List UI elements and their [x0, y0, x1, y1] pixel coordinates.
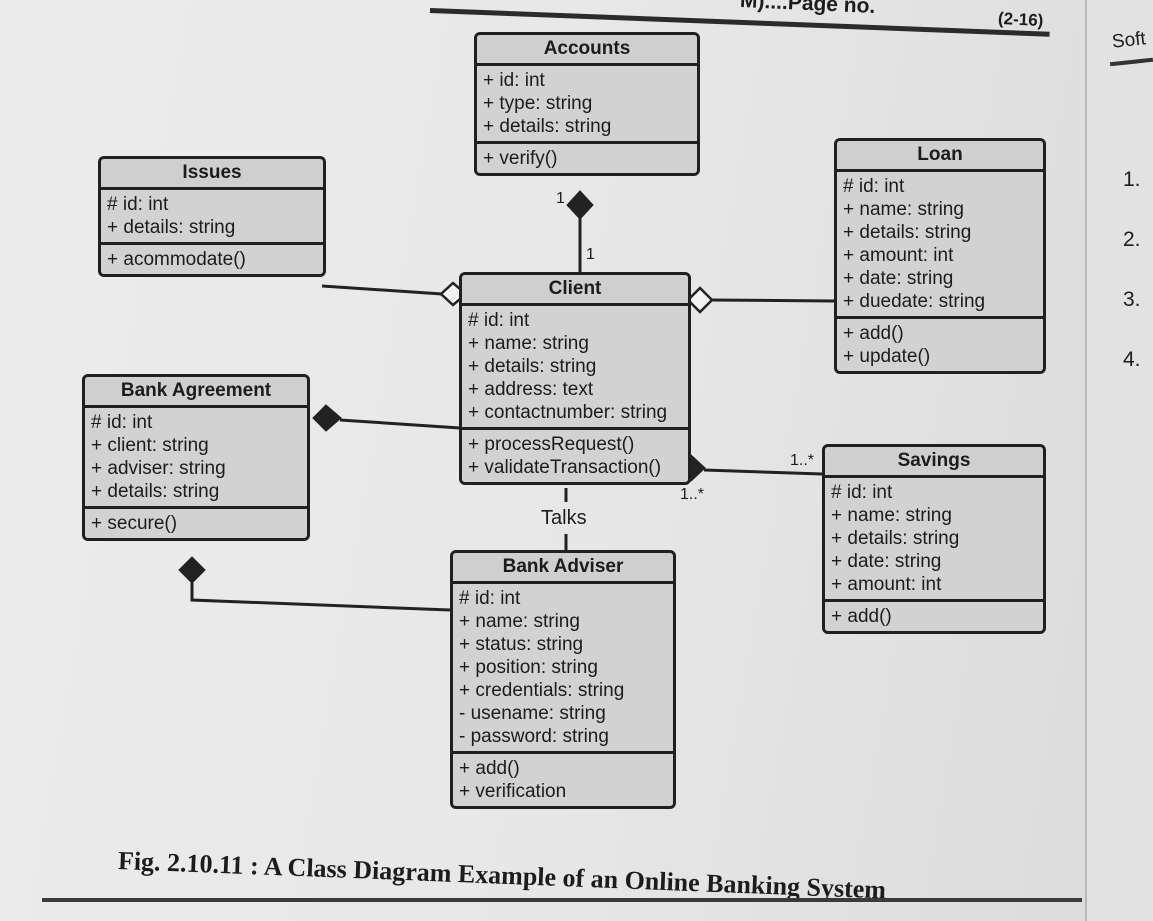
methods-section: + add() + update() [837, 319, 1043, 371]
attribute: + adviser: string [91, 458, 226, 479]
attribute: + name: string [459, 611, 580, 632]
attributes-section: # id: int + client: string + adviser: st… [85, 408, 307, 509]
attribute: + credentials: string [459, 680, 625, 701]
aggregation-diamond [686, 286, 714, 314]
class-name: Accounts [477, 35, 697, 66]
link-client-loan [709, 298, 835, 303]
multiplicity-client-savings: 1..* [680, 486, 705, 503]
side-number: 3. [1123, 288, 1141, 311]
attribute: + amount: int [831, 574, 942, 595]
composition-diamond [312, 404, 342, 432]
class-name: Loan [837, 141, 1043, 172]
composition-diamond [178, 556, 206, 584]
class-bank-agreement: Bank Agreement # id: int + client: strin… [82, 374, 310, 541]
bottom-rule [42, 898, 1082, 902]
attribute: + type: string [483, 93, 593, 114]
attribute: # id: int [91, 412, 153, 433]
attribute: # id: int [843, 176, 905, 197]
attribute: + details: string [468, 356, 597, 377]
attribute: + name: string [468, 333, 589, 354]
class-name: Bank Adviser [453, 553, 673, 584]
class-savings: Savings # id: int + name: string + detai… [822, 444, 1046, 634]
method: + add() [843, 323, 904, 344]
multiplicity-client: 1 [586, 246, 595, 263]
attribute: + name: string [843, 199, 964, 220]
side-number: 4. [1123, 348, 1141, 371]
class-bank-adviser: Bank Adviser # id: int + name: string + … [450, 550, 676, 809]
methods-section: + verify() [477, 144, 697, 173]
attributes-section: # id: int + name: string + status: strin… [453, 584, 673, 754]
method: + validateTransaction() [468, 457, 662, 478]
attribute: - usename: string [459, 703, 606, 724]
class-name: Bank Agreement [85, 377, 307, 408]
class-client: Client # id: int + name: string + detail… [459, 272, 691, 485]
class-loan: Loan # id: int + name: string + details:… [834, 138, 1046, 374]
methods-section: + secure() [85, 509, 307, 538]
attributes-section: # id: int + name: string + details: stri… [462, 306, 688, 430]
class-name: Client [462, 275, 688, 306]
method: + add() [831, 606, 892, 627]
attribute: # id: int [107, 194, 169, 215]
link-client-savings [703, 468, 823, 476]
class-issues: Issues # id: int + details: string + aco… [98, 156, 326, 277]
attribute: + details: string [91, 481, 220, 502]
attributes-section: # id: int + name: string + details: stri… [837, 172, 1043, 319]
attribute: # id: int [459, 588, 521, 609]
attribute: + details: string [107, 217, 236, 238]
attribute: + position: string [459, 657, 598, 678]
attributes-section: # id: int + details: string [101, 190, 323, 245]
attribute: + client: string [91, 435, 209, 456]
method: + verification [459, 781, 567, 802]
attributes-section: # id: int + name: string + details: stri… [825, 478, 1043, 602]
methods-section: + processRequest() + validateTransaction… [462, 430, 688, 482]
attribute: + date: string [843, 268, 954, 289]
link-issues-client [321, 284, 443, 296]
methods-section: + acommodate() [101, 245, 323, 274]
attribute: # id: int [831, 482, 893, 503]
method: + add() [459, 758, 520, 779]
attribute: + id: int [483, 70, 545, 91]
attribute: + contactnumber: string [468, 402, 668, 423]
composition-diamond [566, 190, 594, 220]
attribute: + details: string [831, 528, 960, 549]
association-label-talks: Talks [541, 507, 587, 529]
method: + secure() [91, 513, 178, 534]
side-number: 1. [1123, 168, 1141, 191]
attribute: + status: string [459, 634, 584, 655]
methods-section: + add() [825, 602, 1043, 631]
method: + verify() [483, 148, 558, 169]
link-agreement-adviser [190, 582, 451, 612]
multiplicity-accounts: 1 [556, 190, 565, 207]
attributes-section: + id: int + type: string + details: stri… [477, 66, 697, 144]
attribute: + amount: int [843, 245, 954, 266]
class-name: Issues [101, 159, 323, 190]
link-agreement-client [339, 418, 461, 430]
attribute: + details: string [843, 222, 972, 243]
attribute: + name: string [831, 505, 952, 526]
method: + update() [843, 346, 931, 367]
attribute: + address: text [468, 379, 594, 400]
class-name: Savings [825, 447, 1043, 478]
method: + acommodate() [107, 249, 246, 270]
methods-section: + add() + verification [453, 754, 673, 806]
attribute: + duedate: string [843, 291, 986, 312]
method: + processRequest() [468, 434, 635, 455]
adjacent-page [1085, 0, 1153, 921]
side-number: 2. [1123, 228, 1141, 251]
class-accounts: Accounts + id: int + type: string + deta… [474, 32, 700, 176]
multiplicity-savings: 1..* [790, 452, 815, 469]
attribute: + date: string [831, 551, 942, 572]
attribute: + details: string [483, 116, 612, 137]
attribute: - password: string [459, 726, 609, 747]
attribute: # id: int [468, 310, 530, 331]
